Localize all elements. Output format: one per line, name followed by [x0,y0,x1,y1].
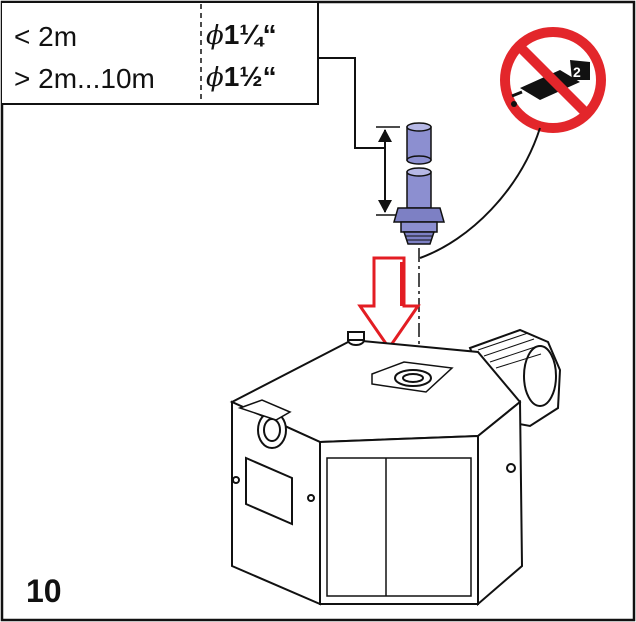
no-oil-can-icon: 2 [500,27,606,133]
pipe-diameter-long: ϕ1½“ [206,61,277,93]
pipe-length-long: > 2m...10m [14,63,155,94]
pipe-size-table [2,1,319,105]
sign-connector-line [419,127,541,259]
diameter-symbol: ϕ [206,21,224,51]
pipe-extension [406,122,432,165]
pipe-length-short: < 2m [14,21,78,52]
leader-line [318,57,384,149]
diameter-value: 1½ [223,61,263,92]
pipe-diameter-short: ϕ1¼“ [206,19,277,51]
pipe-fitting [393,167,445,245]
vacuum-pump [229,328,562,607]
diameter-symbol: ϕ [206,63,224,93]
badge-number: 2 [573,64,581,80]
diameter-value: 1¼ [223,19,263,50]
inch-unit: “ [262,61,277,92]
step-number: 10 [26,573,62,609]
inch-unit: “ [262,19,277,50]
